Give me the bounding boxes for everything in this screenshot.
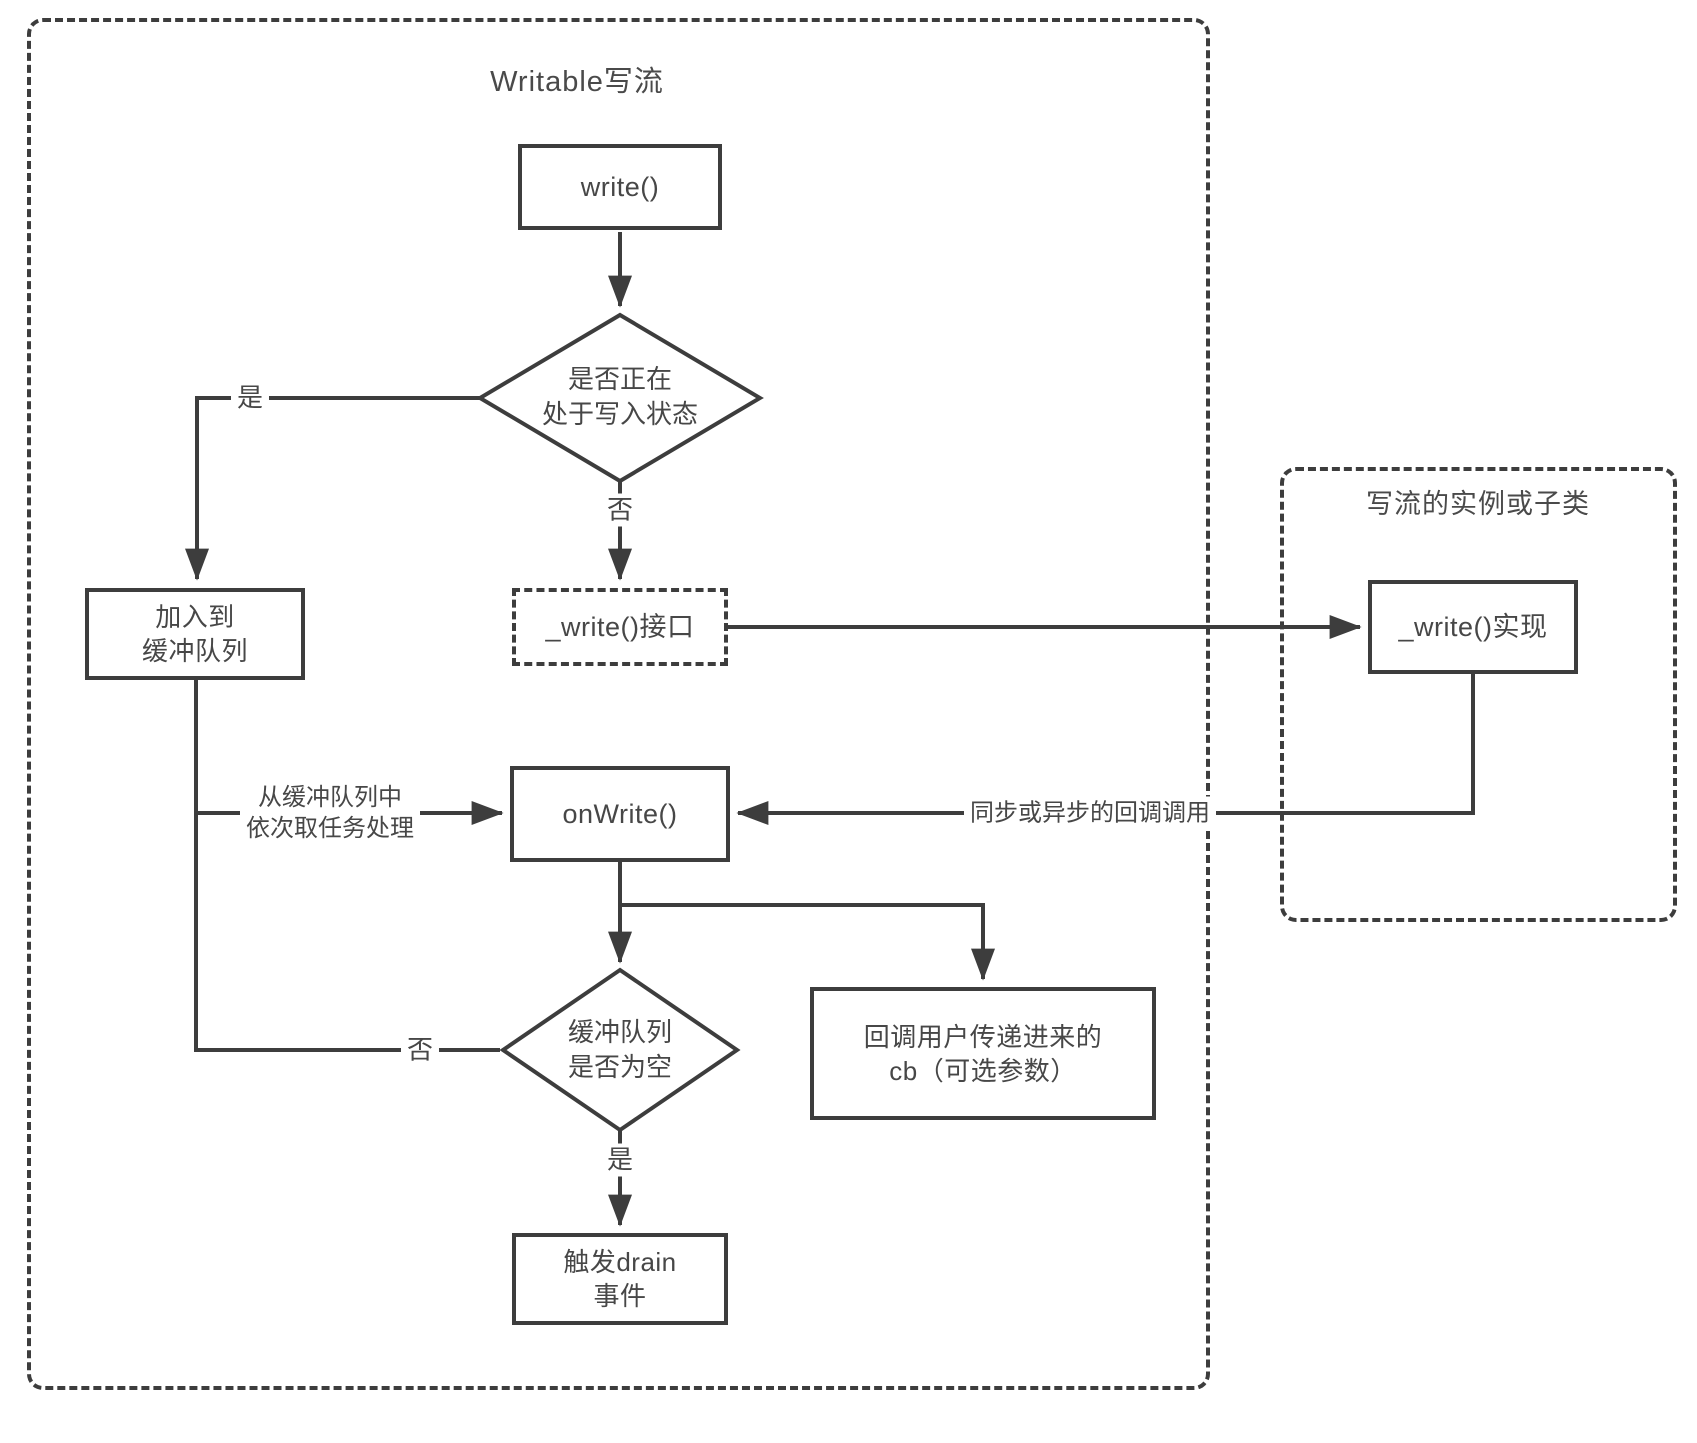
edge-buffer-trunk-loop xyxy=(194,680,500,1052)
node-onwrite: onWrite() xyxy=(510,766,730,862)
node-onwrite-label: onWrite() xyxy=(562,799,678,829)
node-callback-cb-line2: cb（可选参数） xyxy=(889,1055,1077,1086)
edge-label-no-top: 否 xyxy=(600,493,640,527)
writable-stream-container xyxy=(27,18,1210,1390)
edge-label-take-tasks-line1: 从缓冲队列中 xyxy=(258,784,402,811)
node-buffer-queue-line1: 加入到 xyxy=(155,602,235,632)
writable-stream-title: Writable写流 xyxy=(490,66,664,98)
edge-label-yes-bottom: 是 xyxy=(600,1143,640,1177)
decision-is-writing-line1: 是否正在 xyxy=(567,364,673,394)
node-callback-cb: 回调用户传递进来的 cb（可选参数） xyxy=(810,987,1156,1120)
edge-onwrite-to-callback xyxy=(620,903,995,981)
node-drain-event-line1: 触发drain xyxy=(563,1247,677,1277)
edge-label-callback-call: 同步或异步的回调调用 xyxy=(964,796,1216,830)
decision-is-writing-line2: 处于写入状态 xyxy=(541,399,699,429)
decision-is-writing-text: 是否正在 处于写入状态 xyxy=(542,362,698,432)
node-write-interface-label: _write()接口 xyxy=(545,612,695,642)
decision-is-writing-diamond xyxy=(476,312,764,484)
node-write-interface: _write()接口 xyxy=(512,588,728,666)
node-buffer-queue: 加入到 缓冲队列 xyxy=(85,588,305,680)
node-write-impl-label: _write()实现 xyxy=(1398,612,1548,642)
node-write-impl: _write()实现 xyxy=(1368,580,1578,674)
edge-impl-to-onwrite xyxy=(736,674,1475,825)
node-callback-cb-line1: 回调用户传递进来的 xyxy=(863,1021,1103,1052)
edge-label-take-tasks-line2: 依次取任务处理 xyxy=(246,815,414,842)
edge-label-yes-top: 是 xyxy=(230,381,270,415)
edge-label-take-tasks: 从缓冲队列中 依次取任务处理 xyxy=(240,781,420,845)
node-write-label: write() xyxy=(580,172,660,202)
decision-queue-empty-line1: 缓冲队列 xyxy=(567,1017,673,1047)
decision-queue-empty-line2: 是否为空 xyxy=(567,1052,673,1082)
edge-iswriting-yes-to-buffer xyxy=(185,396,480,581)
node-buffer-queue-line2: 缓冲队列 xyxy=(141,636,248,666)
stream-instance-title: 写流的实例或子类 xyxy=(1366,489,1590,519)
node-write: write() xyxy=(518,144,722,230)
node-drain-event: 触发drain 事件 xyxy=(512,1233,728,1325)
decision-queue-empty-diamond xyxy=(499,967,741,1133)
edge-label-no-bottom: 否 xyxy=(400,1033,440,1067)
stream-instance-container xyxy=(1280,467,1677,922)
decision-queue-empty-text: 缓冲队列 是否为空 xyxy=(568,1015,672,1085)
node-drain-event-line2: 事件 xyxy=(593,1281,647,1311)
